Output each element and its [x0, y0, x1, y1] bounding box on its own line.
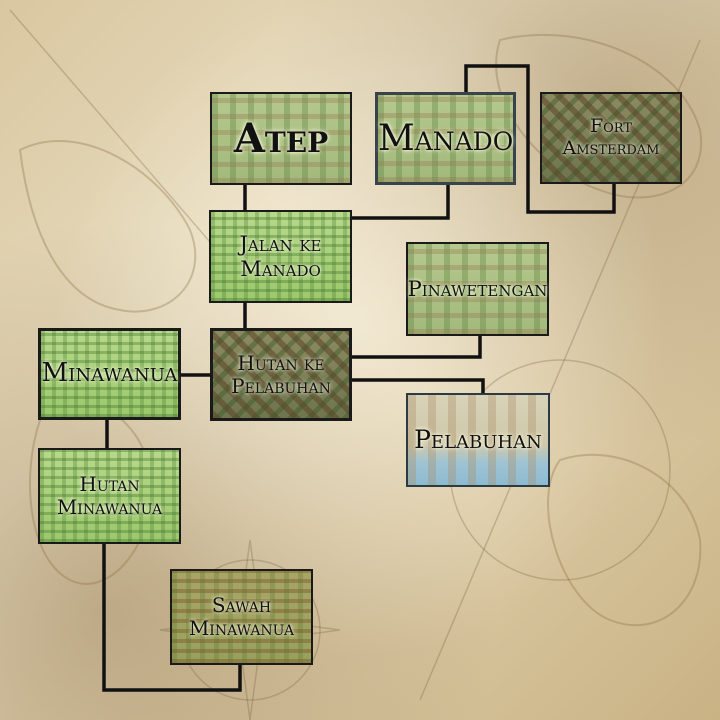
- map-thumbnail: [213, 331, 349, 418]
- connector-jalan-manado: [352, 185, 450, 220]
- location-label: Pinawetengan: [407, 276, 548, 301]
- map-thumbnail: [41, 331, 178, 417]
- location-label: Manado: [377, 117, 514, 159]
- map-thumbnail: [172, 571, 311, 663]
- location-label: Atep: [233, 114, 329, 162]
- connector-hutanminawanua-sawah: [102, 544, 242, 692]
- location-label: Minawanua: [41, 358, 178, 389]
- map-thumbnail: [408, 244, 547, 334]
- map-thumbnail: [542, 94, 680, 182]
- location-hutan-ke-pelabuhan[interactable]: Hutan ke Pelabuhan: [210, 328, 352, 421]
- location-atep[interactable]: Atep: [210, 92, 352, 185]
- connector-manado-fort: [464, 64, 616, 214]
- location-label: Jalan ke Manado: [239, 232, 322, 281]
- connector-hutan-pinawetengan: [352, 336, 482, 359]
- location-jalan-ke-manado[interactable]: Jalan ke Manado: [209, 210, 352, 303]
- location-pinawetengan[interactable]: Pinawetengan: [406, 242, 549, 336]
- location-label: Hutan ke Pelabuhan: [231, 350, 331, 398]
- location-label: Hutan Minawanua: [56, 472, 163, 519]
- map-thumbnail: [378, 95, 513, 182]
- location-fort-amsterdam[interactable]: Fort Amsterdam: [540, 92, 682, 184]
- location-label: Pelabuhan: [414, 424, 542, 454]
- location-sawah-minawanua[interactable]: Sawah Minawanua: [170, 569, 313, 665]
- location-minawanua[interactable]: Minawanua: [38, 328, 181, 420]
- location-label: Fort Amsterdam: [562, 115, 660, 159]
- map-thumbnail: [40, 450, 179, 542]
- connector-hutan-pelabuhan: [352, 378, 485, 393]
- map-thumbnail: [212, 94, 350, 183]
- location-hutan-minawanua[interactable]: Hutan Minawanua: [38, 448, 181, 544]
- location-manado[interactable]: Manado: [375, 92, 516, 185]
- location-pelabuhan[interactable]: Pelabuhan: [406, 393, 550, 487]
- map-thumbnail: [211, 212, 350, 301]
- map-thumbnail: [408, 395, 548, 485]
- location-label: Sawah Minawanua: [188, 593, 295, 640]
